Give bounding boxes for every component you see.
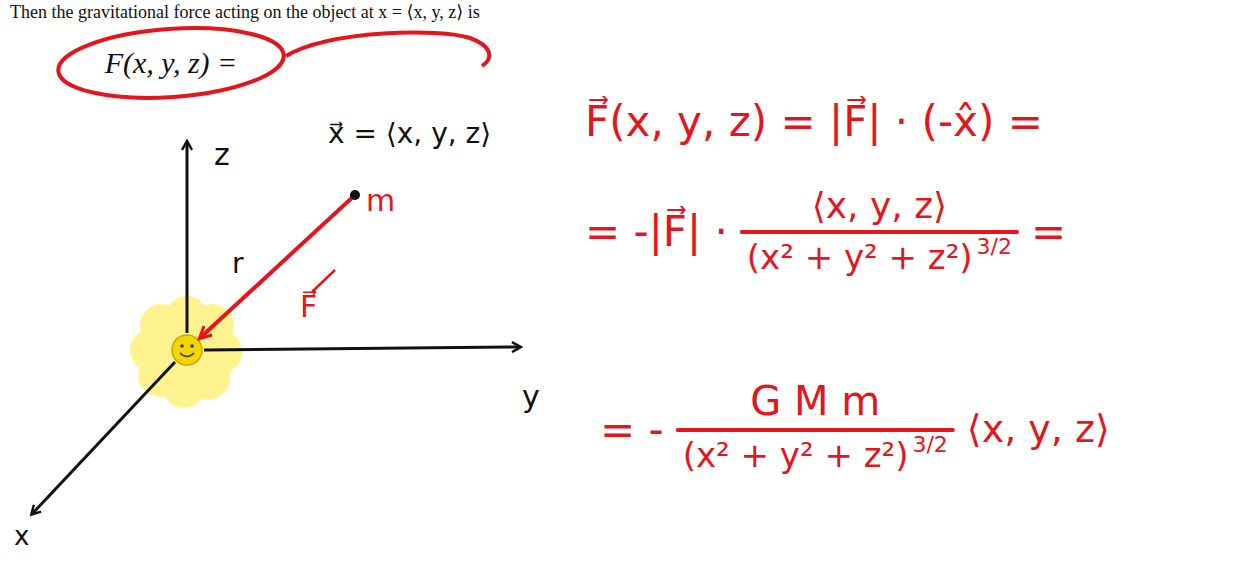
sun-smile bbox=[180, 353, 194, 357]
expression-text: F(x, y, z) = bbox=[105, 46, 238, 80]
y-axis bbox=[204, 347, 520, 350]
x-axis bbox=[32, 362, 175, 514]
force-label: F⃗ bbox=[300, 290, 317, 325]
sun-eye bbox=[180, 344, 184, 348]
equation-text: (x² + y² + z²) bbox=[747, 238, 973, 277]
equation-text: = - bbox=[600, 406, 664, 454]
radius-label: r bbox=[232, 248, 244, 280]
equation-text: = bbox=[1031, 208, 1066, 256]
axis-label: y bbox=[522, 380, 540, 415]
circled-expression: F(x, y, z) = bbox=[55, 26, 287, 100]
mass-label: m bbox=[366, 184, 395, 219]
position-vector: x⃗ = ⟨x, y, z⟩ bbox=[328, 118, 491, 150]
fraction-bar bbox=[742, 230, 1017, 234]
exponent: 3/2 bbox=[977, 234, 1012, 259]
equation-text: G M m bbox=[750, 378, 880, 424]
equation-text: = -|F⃗| · bbox=[585, 208, 728, 256]
sun-eye bbox=[190, 344, 194, 348]
exponent: 3/2 bbox=[912, 432, 947, 457]
equation-text: (x² + y² + z²) bbox=[683, 436, 909, 475]
equation-text: ⟨x, y, z⟩ bbox=[967, 408, 1110, 452]
intro-text: Then the gravitational force acting on t… bbox=[10, 2, 480, 23]
pointer-curve bbox=[286, 32, 489, 66]
fraction-bar bbox=[678, 428, 953, 432]
vector-mark bbox=[312, 270, 335, 292]
force-arrow bbox=[200, 195, 355, 338]
axis-label: z bbox=[214, 138, 230, 173]
z-axis bbox=[186, 142, 189, 333]
mass-point bbox=[350, 190, 360, 200]
axis-label: x bbox=[14, 522, 29, 552]
equation-text: F⃗(x, y, z) = |F⃗| · (-x̂) = bbox=[585, 98, 1043, 146]
equation-text: ⟨x, y, z⟩ bbox=[812, 185, 947, 226]
sun-core bbox=[172, 335, 202, 365]
